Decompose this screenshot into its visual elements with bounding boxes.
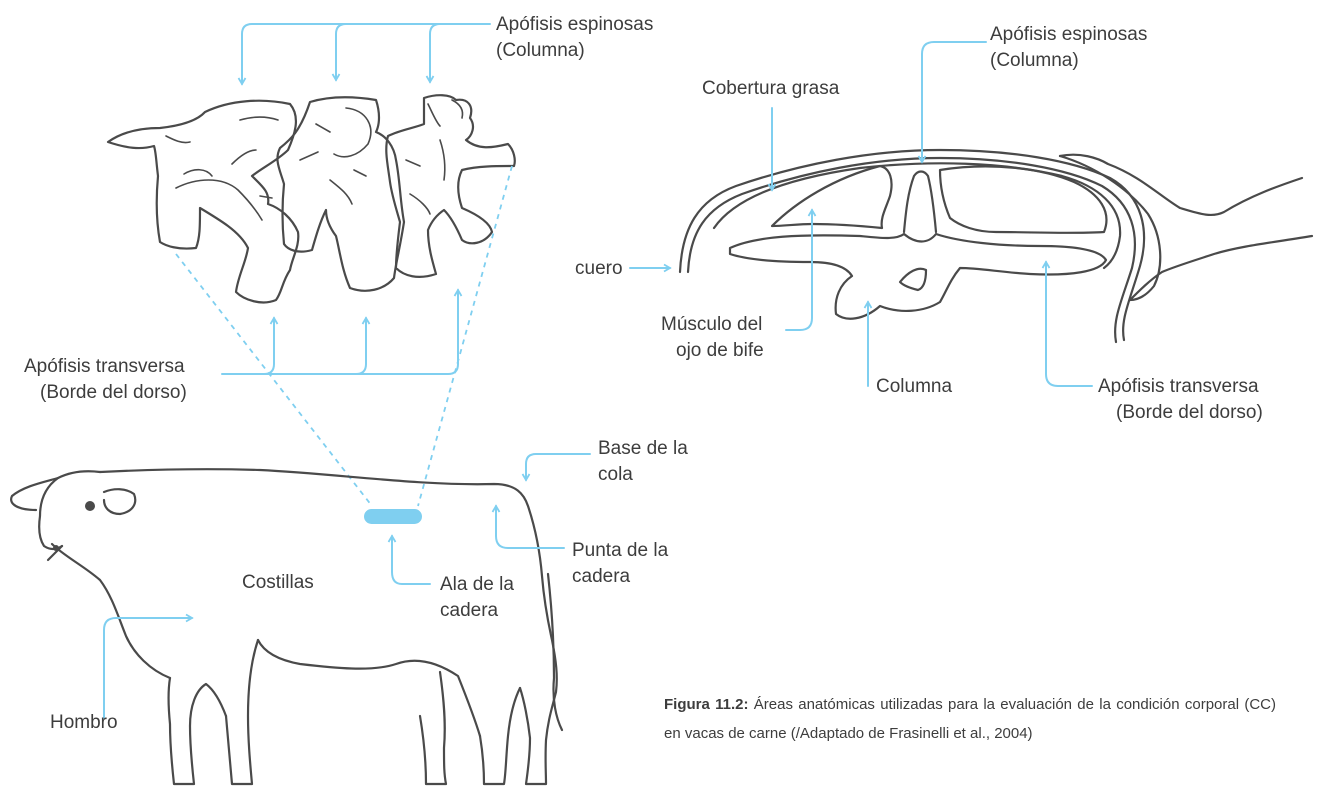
cow-outline: [11, 469, 562, 784]
figure-caption: Figura 11.2: Áreas anatómicas utilizadas…: [664, 690, 1276, 748]
cow-eye: [85, 501, 95, 511]
spine-label: Columna: [876, 376, 952, 397]
cs-spinous-label-2: (Columna): [990, 50, 1079, 71]
tail-base-label-1: Base de la: [598, 438, 688, 459]
ribeye-label-2: ojo de bife: [676, 340, 764, 361]
cross-section-drawing: [680, 150, 1312, 342]
cs-spinous-label-1: Apófisis espinosas: [990, 24, 1147, 45]
hip-wing-marker: [364, 509, 422, 524]
cs-transverse-label-2: (Borde del dorso): [1116, 402, 1263, 423]
ribeye-label-1: Músculo del: [661, 314, 762, 335]
spinous-label-1: Apófisis espinosas: [496, 14, 653, 35]
hip-point-label-2: cadera: [572, 566, 631, 587]
vertebrae-drawing: [108, 95, 515, 302]
hide-label: cuero: [575, 258, 623, 279]
cow-arrows: [104, 454, 590, 718]
zoom-line-right: [418, 166, 512, 506]
cow-nostril: [53, 545, 59, 551]
tail-base-label-2: cola: [598, 464, 633, 485]
spinous-label-2: (Columna): [496, 40, 585, 61]
caption-label: Figura 11.2:: [664, 696, 748, 713]
spinous-arrows: [242, 24, 490, 84]
caption-text: Áreas anatómicas utilizadas para la eval…: [664, 696, 1276, 742]
fat-cover-label: Cobertura grasa: [702, 78, 840, 99]
cs-transverse-label-1: Apófisis transversa: [1098, 376, 1259, 397]
transverse-label-1: Apófisis transversa: [24, 356, 185, 377]
ribs-label: Costillas: [242, 572, 314, 593]
transverse-label-2: (Borde del dorso): [40, 382, 187, 403]
hip-point-label-1: Punta de la: [572, 540, 669, 561]
hip-wing-label-2: cadera: [440, 600, 499, 621]
hip-wing-label-1: Ala de la: [440, 574, 514, 595]
shoulder-label: Hombro: [50, 712, 118, 733]
